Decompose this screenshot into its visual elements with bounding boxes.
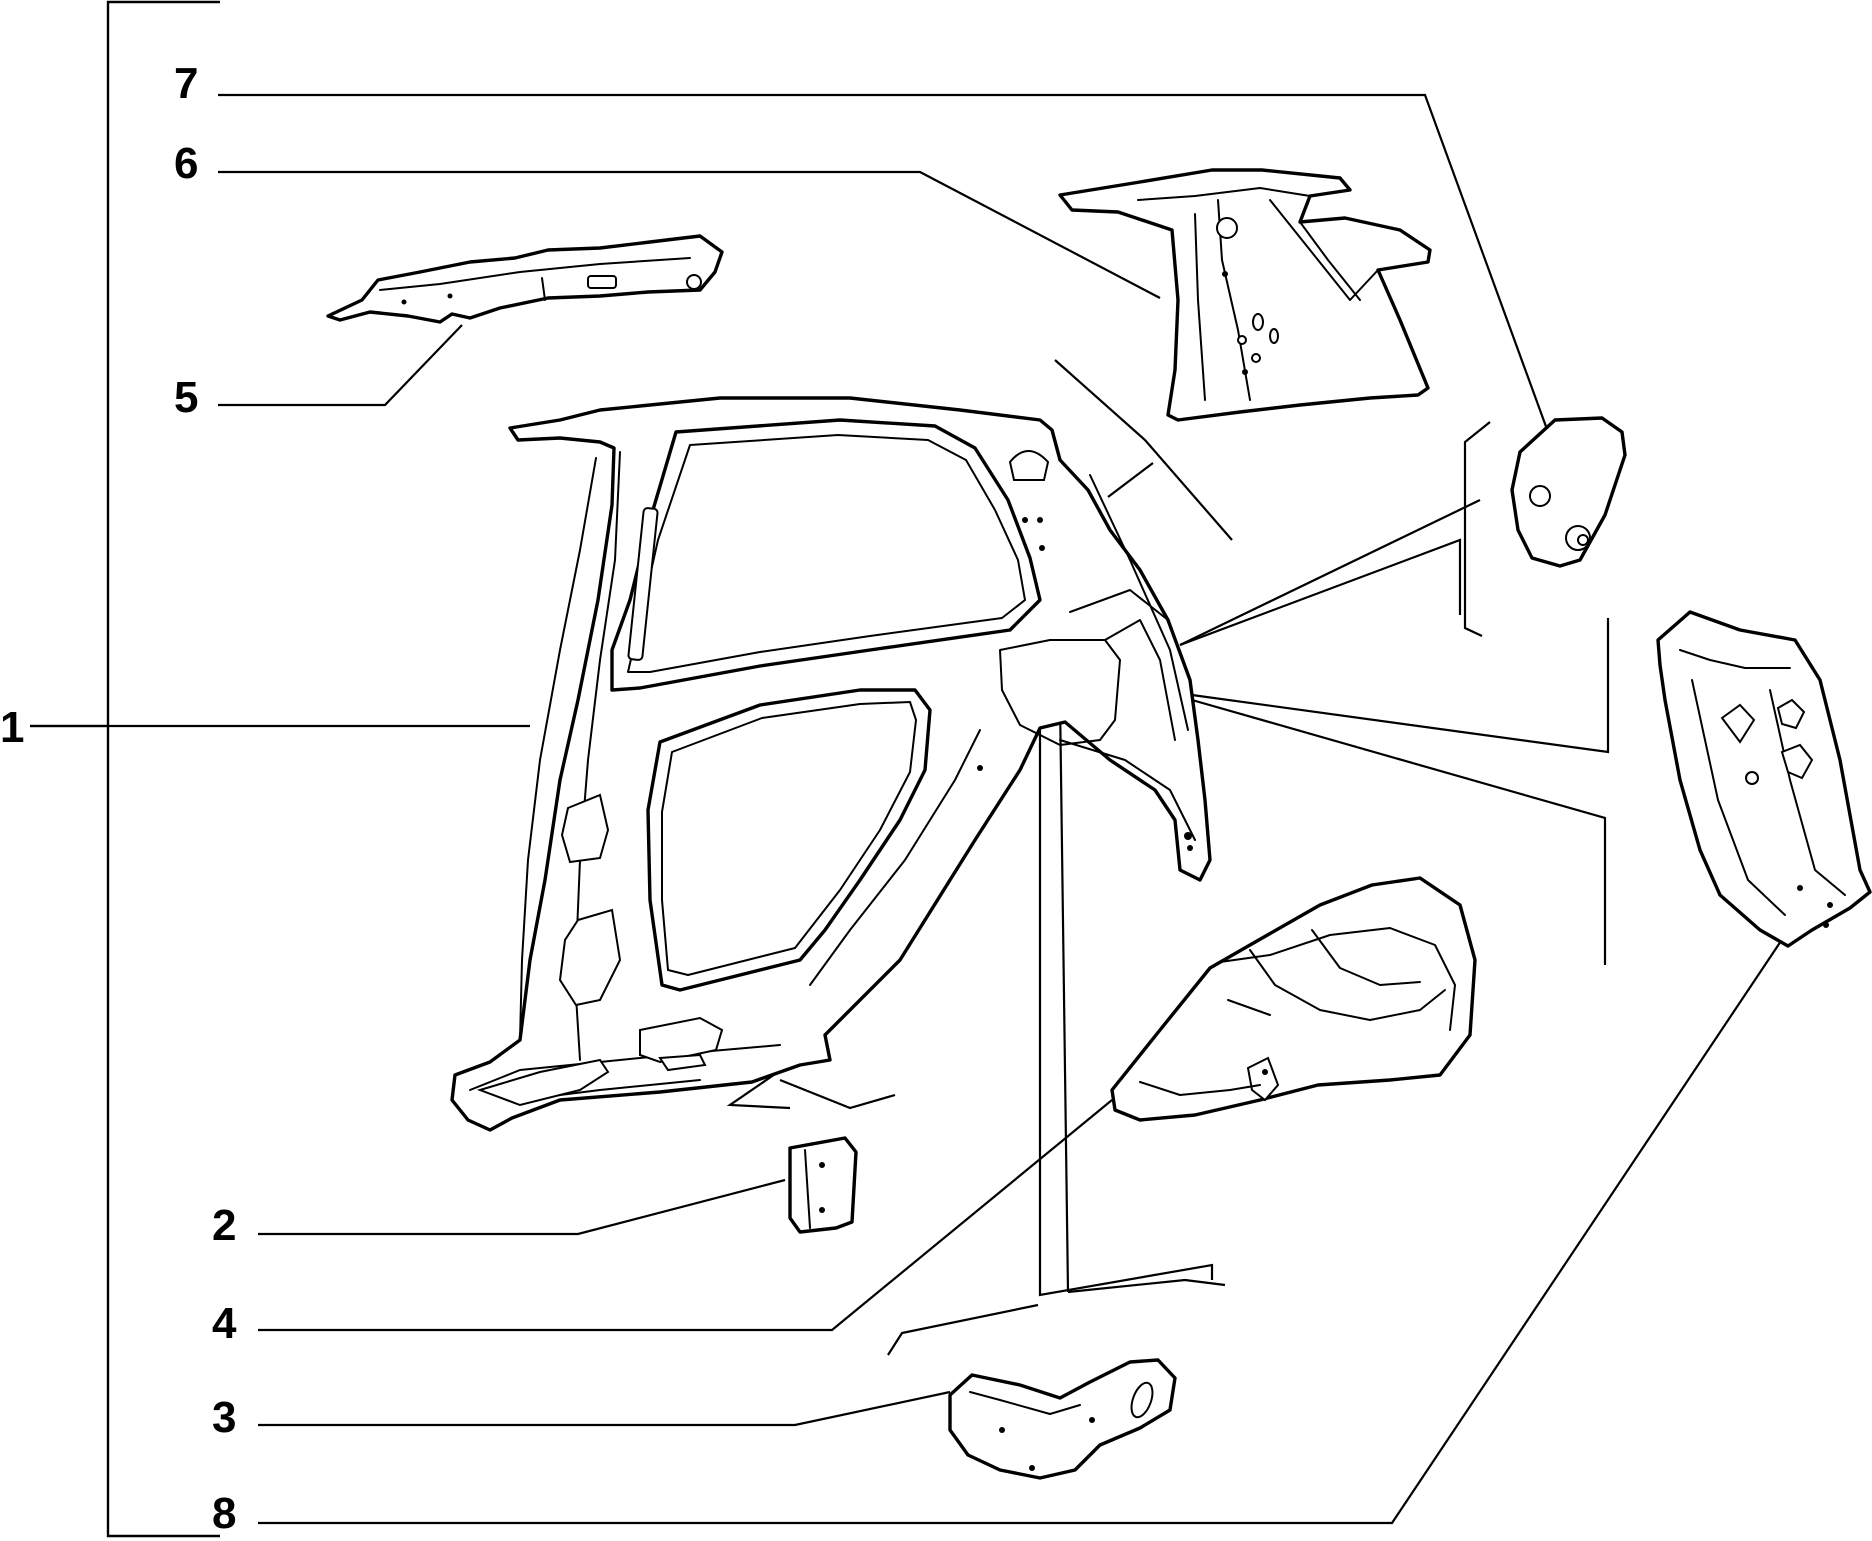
callout-6: 6 (174, 139, 198, 188)
part-8-rear-panel (1656, 610, 1872, 948)
leader-lines (30, 93, 1786, 1525)
part-1-side-panel (450, 396, 1212, 1132)
callout-2: 2 (212, 1201, 236, 1250)
callout-1: 1 (0, 703, 24, 752)
part-4-wheel-arch (1110, 876, 1477, 1122)
part-3-lower-bracket (948, 1358, 1177, 1480)
assembly-lines (726, 359, 1610, 1356)
part-6-rear-pillar (1058, 168, 1432, 422)
callout-labels: 1 2 3 4 5 6 7 8 (0, 59, 237, 1538)
callout-5: 5 (174, 373, 198, 422)
assembly-bracket (30, 0, 220, 1538)
callout-4: 4 (212, 1299, 237, 1348)
callout-7: 7 (174, 59, 198, 108)
part-2-small-bracket (788, 1136, 858, 1234)
callout-3: 3 (212, 1393, 236, 1442)
part-7-small-plate (1510, 416, 1627, 568)
callout-8: 8 (212, 1489, 236, 1538)
part-5-roof-rail (326, 234, 724, 324)
